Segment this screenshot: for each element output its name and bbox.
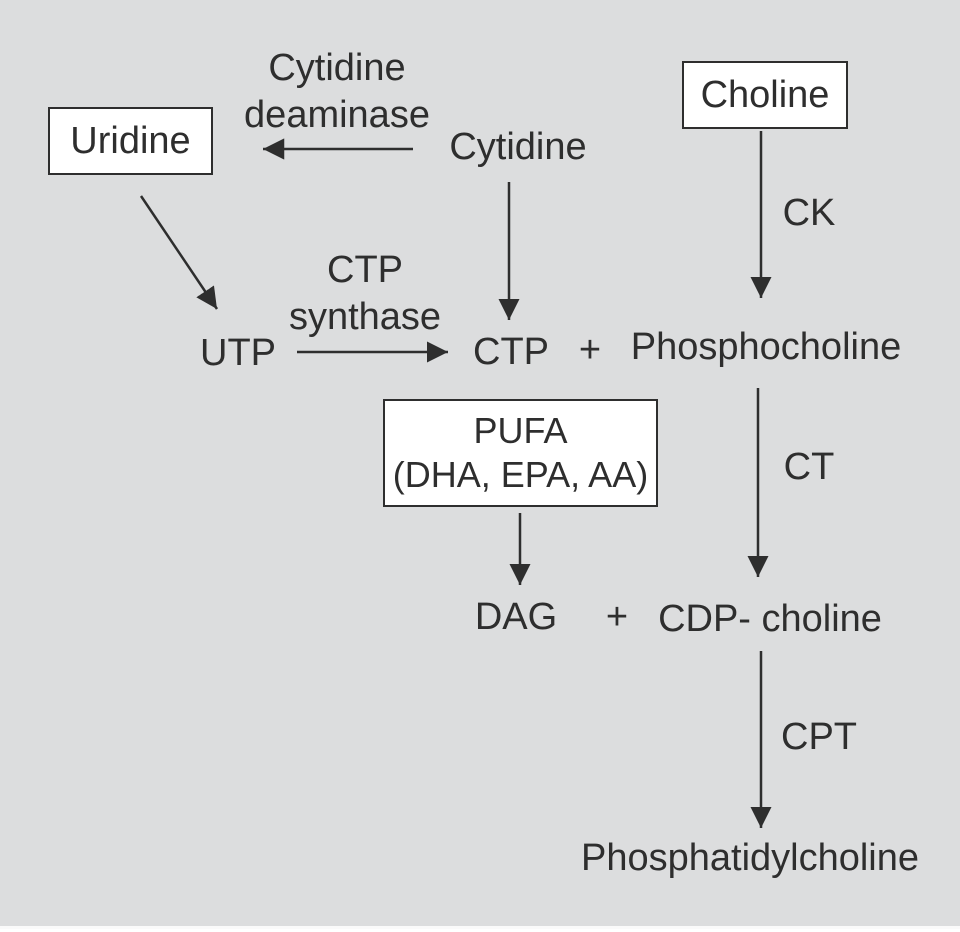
utp-label: UTP — [200, 332, 276, 374]
pufa-label-line2: (DHA, EPA, AA) — [392, 454, 649, 495]
cytidine-label: Cytidine — [449, 126, 587, 168]
cdp-choline-label: CDP- choline — [658, 598, 882, 640]
choline-label: Choline — [700, 74, 830, 116]
uridine-label: Uridine — [70, 120, 191, 162]
ck-label: CK — [782, 192, 836, 234]
ctp-label: CTP — [473, 331, 549, 373]
pufa-box: PUFA (DHA, EPA, AA) — [383, 399, 658, 507]
uridine-box: Uridine — [48, 107, 213, 175]
dag-label: DAG — [474, 596, 558, 638]
cytidine-deaminase-label: Cytidine deaminase — [244, 47, 430, 136]
plus-bottom-label: + — [605, 596, 629, 638]
pufa-label-line1: PUFA — [473, 410, 568, 451]
bottom-edge-strip — [0, 926, 960, 929]
phosphatidylcholine-label: Phosphatidylcholine — [580, 837, 920, 879]
choline-box: Choline — [682, 61, 848, 129]
phosphocholine-label: Phosphocholine — [630, 326, 902, 368]
arrow-uridine-to-utp-icon — [139, 195, 219, 310]
plus-top-label: + — [578, 329, 602, 371]
ctp-synthase-label: CTP synthase — [288, 249, 442, 338]
ct-label: CT — [783, 446, 835, 488]
cpt-label: CPT — [781, 716, 857, 758]
